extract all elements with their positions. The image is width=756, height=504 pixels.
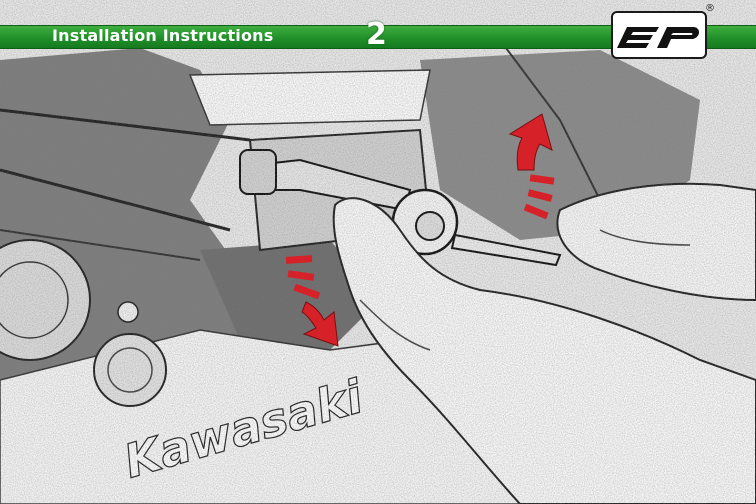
registered-mark: ® xyxy=(705,3,715,14)
arrow-up-icon xyxy=(500,110,570,230)
logo-mark-icon xyxy=(613,13,705,57)
arrow-down-icon xyxy=(280,250,360,350)
page-title: Installation Instructions xyxy=(52,26,273,46)
brand-logo xyxy=(611,11,707,59)
step-number: 2 xyxy=(366,18,387,52)
